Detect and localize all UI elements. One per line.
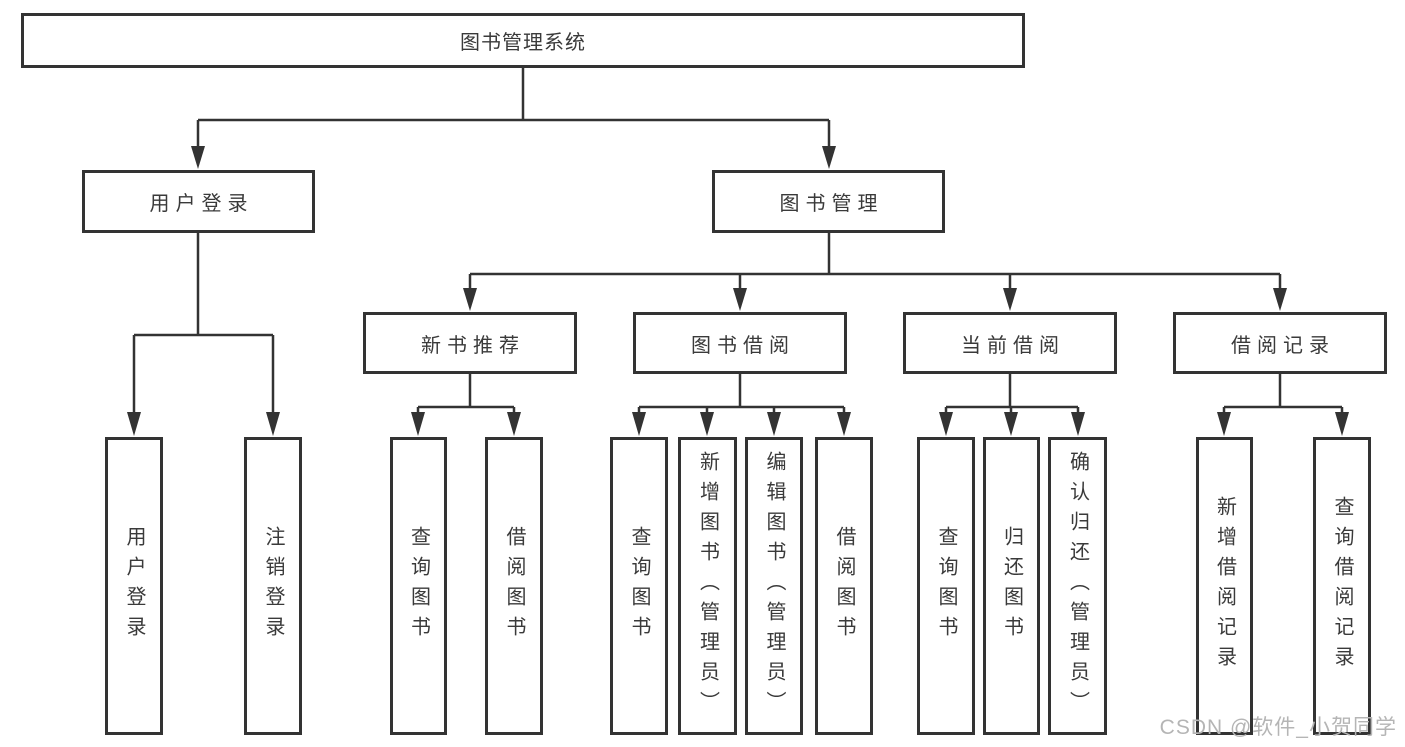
leaf-confirm-return-admin: 确认归还（管理员） [1048,437,1107,735]
node-root-library-system: 图书管理系统 [21,13,1025,68]
leaf-user-login: 用户登录 [105,437,163,735]
leaf-query-books-recommend: 查询图书 [390,437,447,735]
arrowhead-icons [127,146,1349,436]
leaf-add-borrow-record: 新增借阅记录 [1196,437,1253,735]
node-book-management-branch: 图书管理 [712,170,945,233]
leaf-logout: 注销登录 [244,437,302,735]
leaf-return-books: 归还图书 [983,437,1040,735]
leaf-borrow-books-recommend: 借阅图书 [485,437,543,735]
csdn-watermark: CSDN @软件_小贺同学 [1159,716,1397,739]
node-user-login-branch: 用户登录 [82,170,315,233]
leaf-add-books-admin: 新增图书（管理员） [678,437,737,735]
node-current-borrow: 当前借阅 [903,312,1117,374]
leaf-edit-books-admin: 编辑图书（管理员） [745,437,803,735]
node-book-borrow: 图书借阅 [633,312,847,374]
node-new-book-recommend: 新书推荐 [363,312,577,374]
leaf-query-books-current: 查询图书 [917,437,975,735]
leaf-borrow-books: 借阅图书 [815,437,873,735]
node-borrow-records: 借阅记录 [1173,312,1387,374]
leaf-query-books-borrow: 查询图书 [610,437,668,735]
leaf-query-borrow-record: 查询借阅记录 [1313,437,1371,735]
